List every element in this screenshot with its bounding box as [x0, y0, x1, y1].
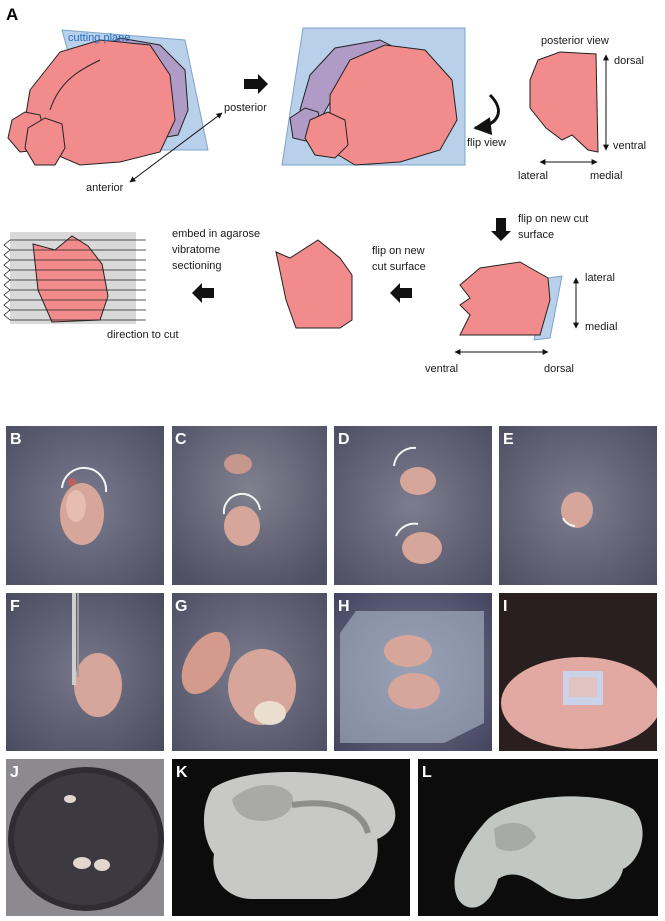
cerebrum-overlap-line: [49, 59, 101, 111]
left-arrow-3: [192, 283, 214, 303]
embed-label-3: sectioning: [172, 260, 222, 272]
photo-b: B: [6, 426, 164, 585]
photo-i: I: [499, 593, 657, 751]
embed-label-1: embed in agarose: [172, 228, 260, 240]
embed-label-2: vibratome: [172, 244, 220, 256]
left-arrow-2: [390, 283, 412, 303]
photo-f: F: [6, 593, 164, 751]
panel-f-letter: F: [10, 598, 20, 615]
anterior-posterior-axis: [129, 112, 223, 183]
photo-h: H: [334, 593, 492, 751]
flip-new-cut-label-1: flip on new cut: [518, 213, 588, 225]
flip-new-cut2-label-2: cut surface: [372, 261, 426, 273]
panel-a-letter: A: [6, 5, 18, 24]
panel-d-letter: D: [338, 431, 350, 448]
lateral-label: lateral: [518, 170, 548, 182]
panel-c-letter: C: [175, 431, 187, 448]
olfactory-bulb-right: [24, 117, 66, 166]
ventral-label: ventral: [613, 140, 646, 152]
dorsal-label-2: dorsal: [544, 363, 574, 375]
photo-k: K: [172, 759, 410, 916]
panel-h-letter: H: [338, 598, 350, 615]
agarose-block: [3, 232, 146, 324]
panel-j-letter: J: [10, 764, 19, 781]
cutting-plane-label: cutting plane: [68, 32, 130, 44]
direction-to-cut-label: direction to cut: [107, 329, 179, 341]
anterior-label: anterior: [86, 182, 124, 194]
olfactory-bulb-2: [304, 111, 349, 159]
photo-e: E: [499, 426, 657, 585]
flip-view-label: flip view: [467, 137, 506, 149]
flip-view-arrow: [473, 93, 500, 135]
brain-upright: [275, 239, 353, 329]
dorsal-label: dorsal: [614, 55, 644, 67]
brain-with-cutting-plane: cutting plane posterior anterior: [7, 29, 267, 194]
right-arrow-1: [244, 74, 268, 94]
panel-b-letter: B: [10, 431, 22, 448]
cerebrum-shape-2: [329, 44, 458, 166]
brain-flipped: [281, 27, 466, 166]
photo-d: D: [334, 426, 492, 585]
medial-label-2: medial: [585, 321, 617, 333]
down-arrow: [491, 218, 511, 241]
photo-l: L: [418, 759, 658, 916]
panel-i-letter: I: [503, 598, 507, 615]
panel-k-letter: K: [176, 764, 188, 781]
posterior-view-label: posterior view: [541, 35, 609, 47]
slice-lines: [3, 239, 146, 321]
posterior-label: posterior: [224, 102, 267, 114]
flip-new-cut-label-2: surface: [518, 229, 554, 241]
photo-c: C: [172, 426, 327, 585]
panel-a-diagram: A cutting plane posterior anterior flip …: [3, 5, 646, 375]
flip-new-cut2-label-1: flip on new: [372, 245, 425, 257]
medial-label: medial: [590, 170, 622, 182]
photo-j: J: [6, 759, 164, 916]
photo-g: G: [172, 593, 327, 751]
panel-l-letter: L: [422, 764, 432, 781]
panel-e-letter: E: [503, 431, 514, 448]
posterior-view-shape: [529, 51, 599, 153]
panel-g-letter: G: [175, 598, 187, 615]
lateral-label-2: lateral: [585, 272, 615, 284]
brain-on-cut-surface: [459, 261, 551, 336]
ventral-label-2: ventral: [425, 363, 458, 375]
